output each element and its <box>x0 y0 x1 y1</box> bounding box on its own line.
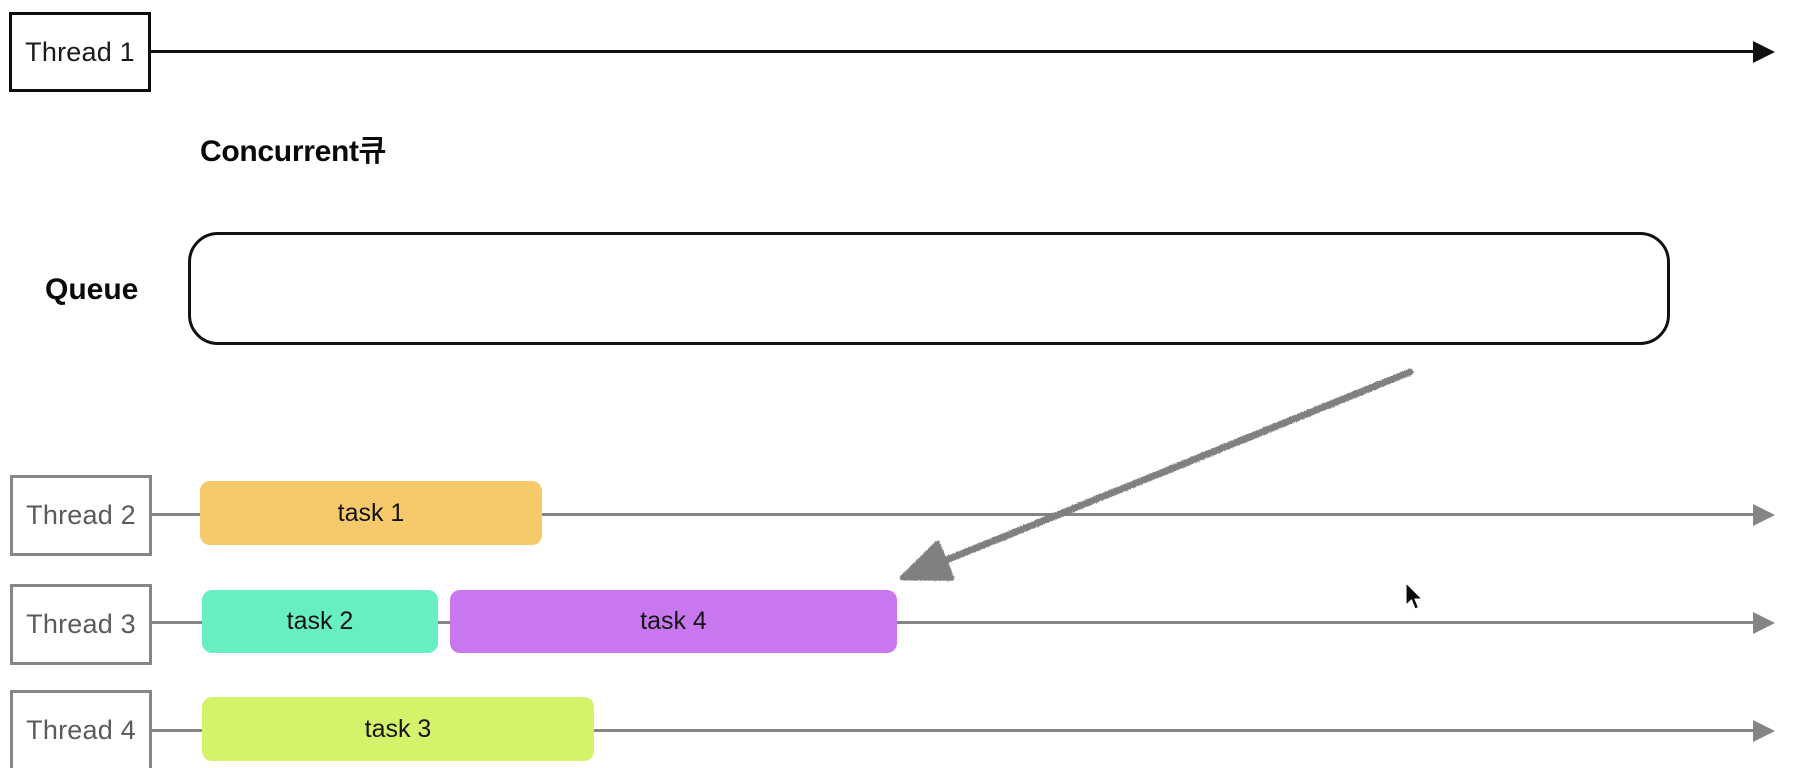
thread-label: Thread 1 <box>25 36 135 67</box>
rail-line <box>151 50 1753 53</box>
rail-line <box>152 729 1753 732</box>
task-label: task 2 <box>286 607 354 635</box>
queue-contents <box>191 235 1667 259</box>
task-block-task-4[interactable]: task 4 <box>450 590 897 653</box>
rail-arrowhead-icon <box>1753 720 1775 742</box>
page-title: Concurrent큐 <box>200 135 386 168</box>
thread-box-thread-1[interactable]: Thread 1 <box>9 12 151 92</box>
task-block-task-1[interactable]: task 1 <box>200 481 542 545</box>
thread-box-thread-4[interactable]: Thread 4 <box>10 690 152 768</box>
thread-box-thread-2[interactable]: Thread 2 <box>10 475 152 556</box>
task-block-task-3[interactable]: task 3 <box>202 697 594 761</box>
mouse-cursor-icon <box>1405 582 1423 610</box>
queue-label: Queue <box>45 273 139 306</box>
thread-label: Thread 3 <box>26 609 136 639</box>
thread-label: Thread 4 <box>26 715 136 745</box>
rail-arrowhead-icon <box>1753 504 1775 526</box>
task-label: task 3 <box>364 714 432 743</box>
queue-container[interactable] <box>188 232 1670 345</box>
rail-line <box>152 621 1753 624</box>
rail-arrowhead-icon <box>1753 612 1775 634</box>
task-label: task 1 <box>337 498 405 527</box>
task-label: task 4 <box>640 607 707 635</box>
thread-label: Thread 2 <box>26 500 136 530</box>
task-block-task-2[interactable]: task 2 <box>202 590 438 653</box>
thread-box-thread-3[interactable]: Thread 3 <box>10 584 152 665</box>
rail-arrowhead-icon <box>1753 41 1775 63</box>
annotation-arrow-stroke <box>899 368 1414 581</box>
